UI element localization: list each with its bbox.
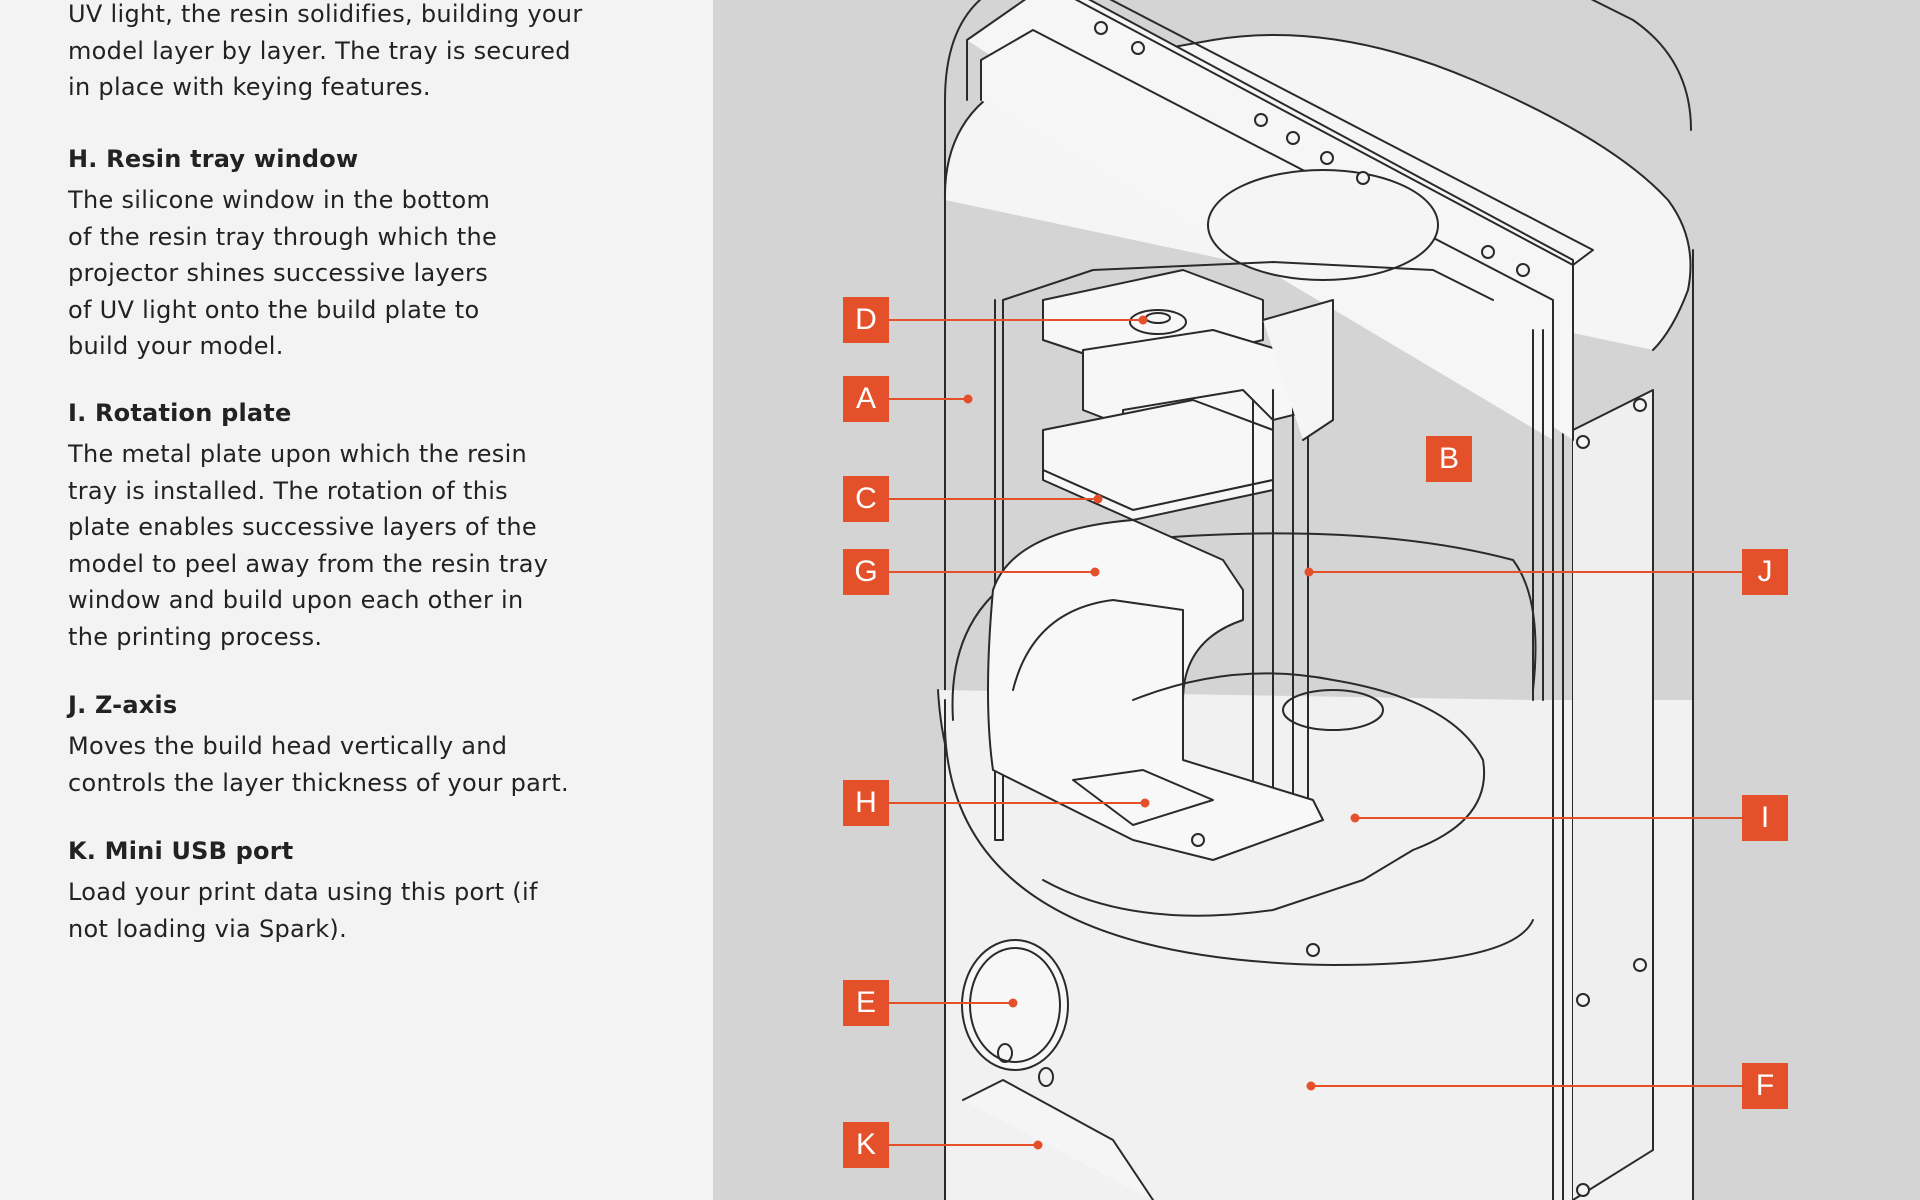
section-tray-continued: UV light, the resin solidifies, building… <box>68 0 588 106</box>
section-text: Load your print data using this port (if… <box>68 878 538 943</box>
rotation-plate <box>1042 672 1486 917</box>
marker-g: G <box>843 549 889 595</box>
marker-d: D <box>843 297 889 343</box>
section-text: The silicone window in the bottom of the… <box>68 186 498 360</box>
section-z-axis: J. Z-axis Moves the build head verticall… <box>68 690 588 801</box>
screw-holes <box>1094 21 1647 1197</box>
section-rotation-plate: I. Rotation plate The metal plate upon w… <box>68 398 588 655</box>
callout-lines <box>888 315 1743 1150</box>
marker-i: I <box>1742 795 1788 841</box>
marker-f: F <box>1742 1063 1788 1109</box>
printer-diagram-panel: D A C G H E K B J I F <box>713 0 1920 1200</box>
marker-h: H <box>843 780 889 826</box>
marker-k: K <box>843 1122 889 1168</box>
deck <box>951 532 1537 721</box>
printer-body <box>944 0 1694 1200</box>
marker-a: A <box>843 376 889 422</box>
printer-illustration <box>937 0 1694 1200</box>
description-panel: UV light, the resin solidifies, building… <box>0 0 713 1200</box>
section-text: Moves the build head vertically and cont… <box>68 732 569 797</box>
section-title: H. Resin tray window <box>68 145 359 173</box>
section-title: K. Mini USB port <box>68 837 294 865</box>
section-text: UV light, the resin solidifies, building… <box>68 0 583 101</box>
section-title: J. Z-axis <box>68 691 178 719</box>
marker-j: J <box>1742 549 1788 595</box>
section-resin-tray-window: H. Resin tray window The silicone window… <box>68 144 588 365</box>
resin-tray <box>987 519 1324 861</box>
marker-e: E <box>843 980 889 1026</box>
section-mini-usb-port: K. Mini USB port Load your print data us… <box>68 836 588 947</box>
marker-b: B <box>1426 436 1472 482</box>
marker-c: C <box>843 476 889 522</box>
usb-housing <box>962 1079 1154 1200</box>
section-text: The metal plate upon which the resin tra… <box>68 440 549 651</box>
section-title: I. Rotation plate <box>68 399 292 427</box>
z-axis-column <box>1252 379 1309 821</box>
